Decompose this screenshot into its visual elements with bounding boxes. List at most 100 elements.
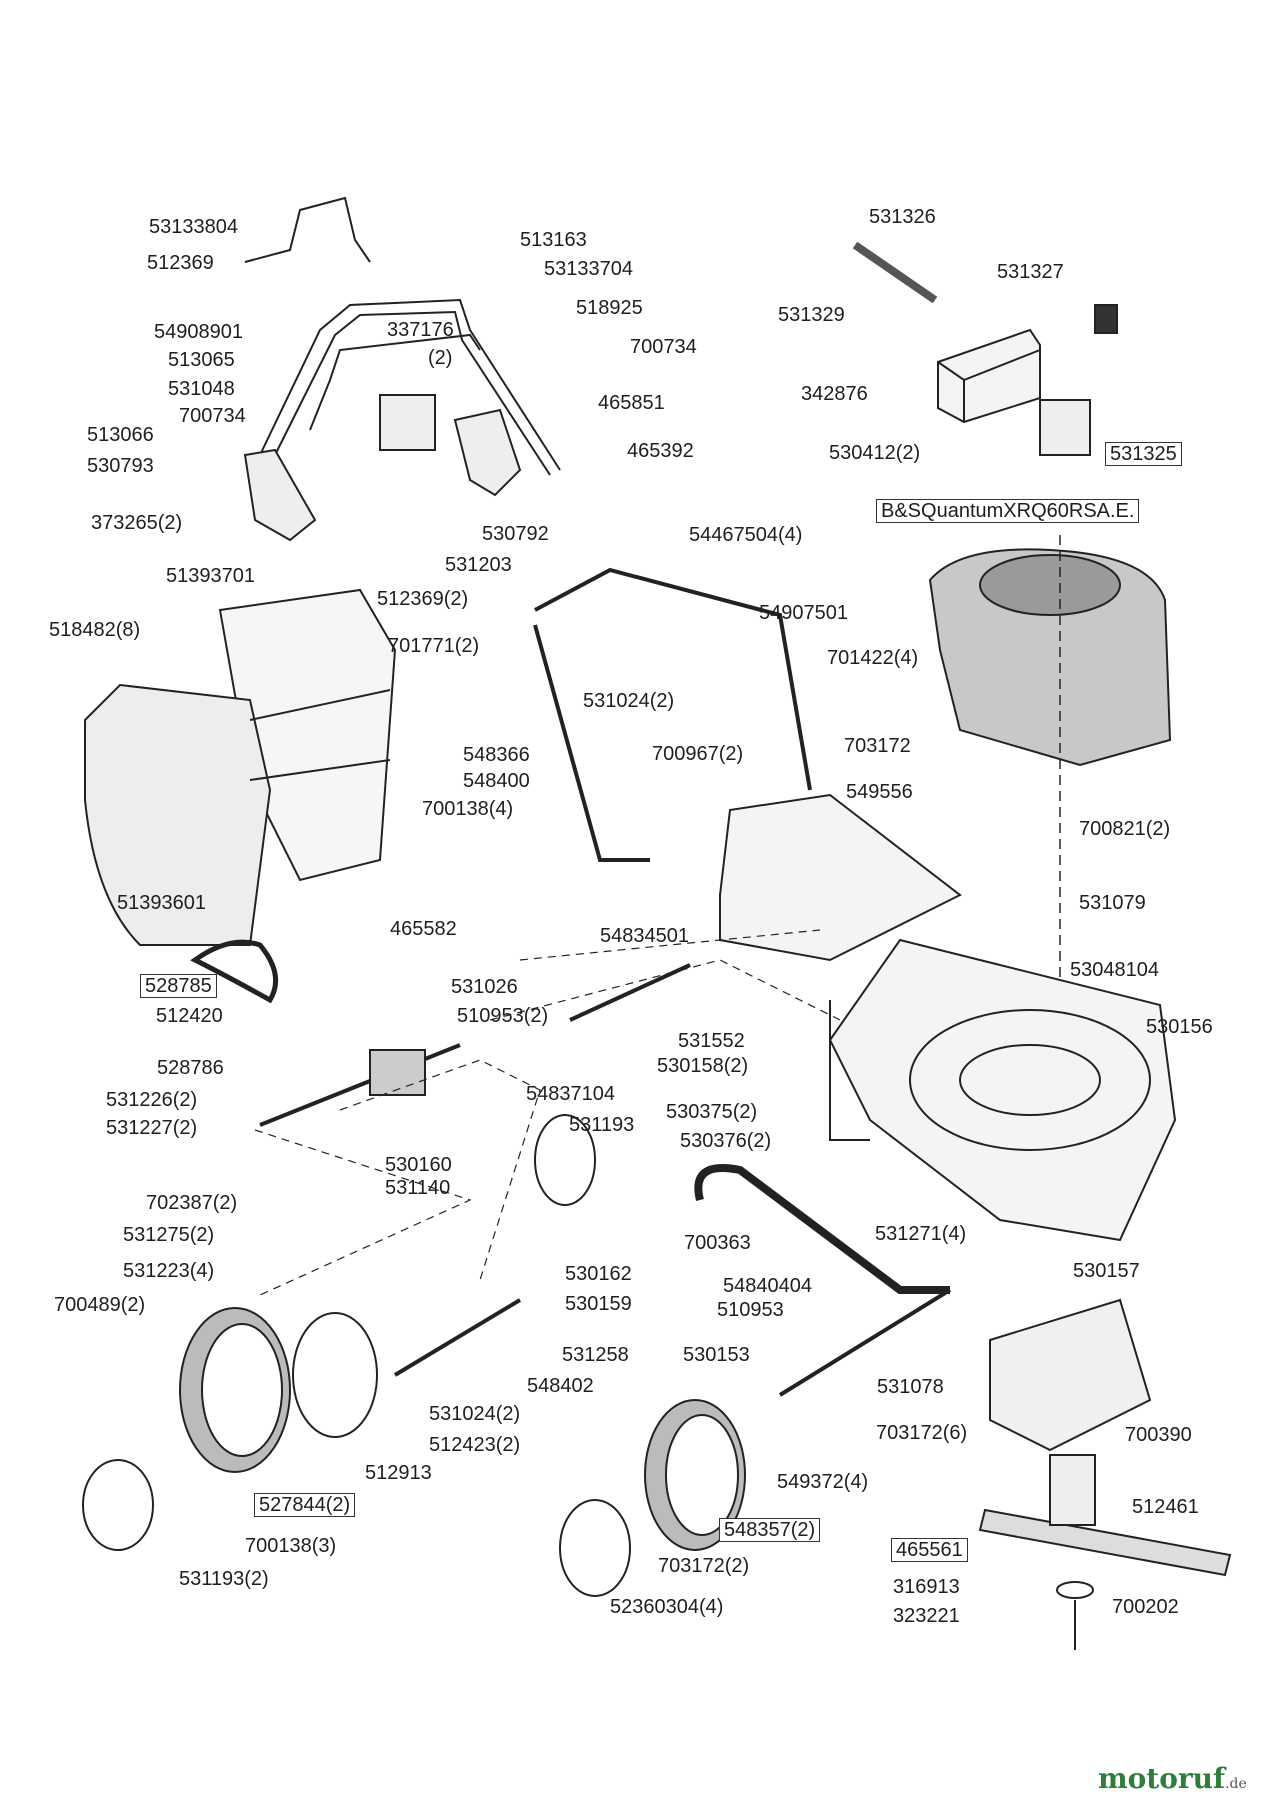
part-label: 531275(2) [123, 1224, 215, 1246]
part-label: 53048104 [1070, 959, 1159, 981]
part-label: 530375(2) [666, 1101, 758, 1123]
part-label: 518925 [576, 297, 643, 319]
part-label-boxed: 527844(2) [254, 1493, 356, 1517]
part-label: 700821(2) [1079, 818, 1171, 840]
part-label: 531258 [562, 1344, 629, 1366]
part-label: 530153 [683, 1344, 750, 1366]
part-label: 337176 [387, 319, 454, 341]
part-label: 54834501 [600, 925, 689, 947]
part-label: 531327 [997, 261, 1064, 283]
part-label: 510953 [717, 1299, 784, 1321]
part-label: 531193(2) [179, 1568, 269, 1590]
part-label: 703172(6) [876, 1422, 968, 1444]
grass-catcher [84, 588, 397, 946]
part-label: 512369(2) [377, 588, 469, 610]
part-label: 531024(2) [583, 690, 675, 712]
part-label: 531326 [869, 206, 936, 228]
part-label: 549556 [846, 781, 913, 803]
part-label: 323221 [893, 1605, 960, 1627]
part-label: 531024(2) [429, 1403, 521, 1425]
part-label: 54467504(4) [689, 524, 803, 546]
part-label: 700734 [630, 336, 697, 358]
part-label: 548366 [463, 744, 530, 766]
part-label: 531048 [168, 378, 235, 400]
part-label: 700489(2) [54, 1294, 146, 1316]
part-label: 530160 [385, 1154, 452, 1176]
part-label: 528786 [157, 1057, 224, 1079]
part-label: 531227(2) [106, 1117, 198, 1139]
part-label: 518482(8) [49, 619, 141, 641]
part-label: 54907501 [759, 602, 848, 624]
part-label: 703172(2) [658, 1555, 750, 1577]
mower-deck [828, 938, 1177, 1242]
lower-handle [533, 567, 812, 862]
part-label-boxed: 528785 [140, 974, 217, 998]
watermark-brand: motoruf [1098, 1762, 1226, 1795]
part-label: (2) [428, 347, 453, 369]
part-label: 512420 [156, 1005, 223, 1027]
part-label: 531223(4) [123, 1260, 215, 1282]
part-label: 530158(2) [657, 1055, 749, 1077]
upper-handle [244, 196, 561, 476]
part-label: 701422(4) [827, 647, 919, 669]
part-label: 700390 [1125, 1424, 1192, 1446]
part-label: 531078 [877, 1376, 944, 1398]
part-label: 512461 [1132, 1496, 1199, 1518]
part-label: 53133704 [544, 258, 633, 280]
part-label-boxed: 548357(2) [719, 1518, 821, 1542]
part-label-boxed: B&SQuantumXRQ60RSA.E. [876, 499, 1140, 523]
part-label: 510953(2) [457, 1005, 549, 1027]
part-label: 548402 [527, 1375, 594, 1397]
part-label: 513066 [87, 424, 154, 446]
control-box [243, 394, 522, 542]
part-label: 52360304(4) [610, 1596, 724, 1618]
part-label-boxed: 531325 [1105, 442, 1182, 466]
part-label: 316913 [893, 1576, 960, 1598]
part-label: 54840404 [723, 1275, 812, 1297]
part-label: 530162 [565, 1263, 632, 1285]
part-label: 549372(4) [777, 1471, 869, 1493]
part-label: 513065 [168, 349, 235, 371]
part-label: 530793 [87, 455, 154, 477]
part-label: 54837104 [526, 1083, 615, 1105]
part-label: 531079 [1079, 892, 1146, 914]
wheels [82, 1114, 746, 1597]
part-label: 54908901 [154, 321, 243, 343]
part-label: 530156 [1146, 1016, 1213, 1038]
part-label: 531552 [678, 1030, 745, 1052]
part-label: 512369 [147, 252, 214, 274]
part-label: 530792 [482, 523, 549, 545]
part-label: 700138(4) [422, 798, 514, 820]
part-label: 700202 [1112, 1596, 1179, 1618]
part-label: 530376(2) [680, 1130, 772, 1152]
part-label: 700734 [179, 405, 246, 427]
part-label: 51393601 [117, 892, 206, 914]
part-label: 530412(2) [829, 442, 921, 464]
blade [978, 1298, 1232, 1650]
part-label: 465851 [598, 392, 665, 414]
part-label: 53133804 [149, 216, 238, 238]
watermark-logo: motoruf.de [1098, 1762, 1247, 1795]
part-label: 465392 [627, 440, 694, 462]
watermark-suffix: .de [1225, 1776, 1247, 1792]
part-label: 531193 [569, 1114, 635, 1136]
part-label: 531226(2) [106, 1089, 198, 1111]
part-label: 465582 [390, 918, 457, 940]
drive-belt [190, 939, 279, 1004]
assembly-lines [254, 929, 841, 1296]
part-label: 512423(2) [429, 1434, 521, 1456]
drive-axle [259, 963, 952, 1397]
part-label: 530159 [565, 1293, 632, 1315]
part-label: 373265(2) [91, 512, 183, 534]
part-label: 531140 [385, 1177, 451, 1199]
part-label: 530157 [1073, 1260, 1140, 1282]
part-label: 700967(2) [652, 743, 744, 765]
battery [852, 241, 1118, 456]
part-label: 701771(2) [388, 635, 480, 657]
part-label: 702387(2) [146, 1192, 238, 1214]
part-label: 700363 [684, 1232, 751, 1254]
part-label-boxed: 465561 [891, 1538, 968, 1562]
part-label: 513163 [520, 229, 587, 251]
